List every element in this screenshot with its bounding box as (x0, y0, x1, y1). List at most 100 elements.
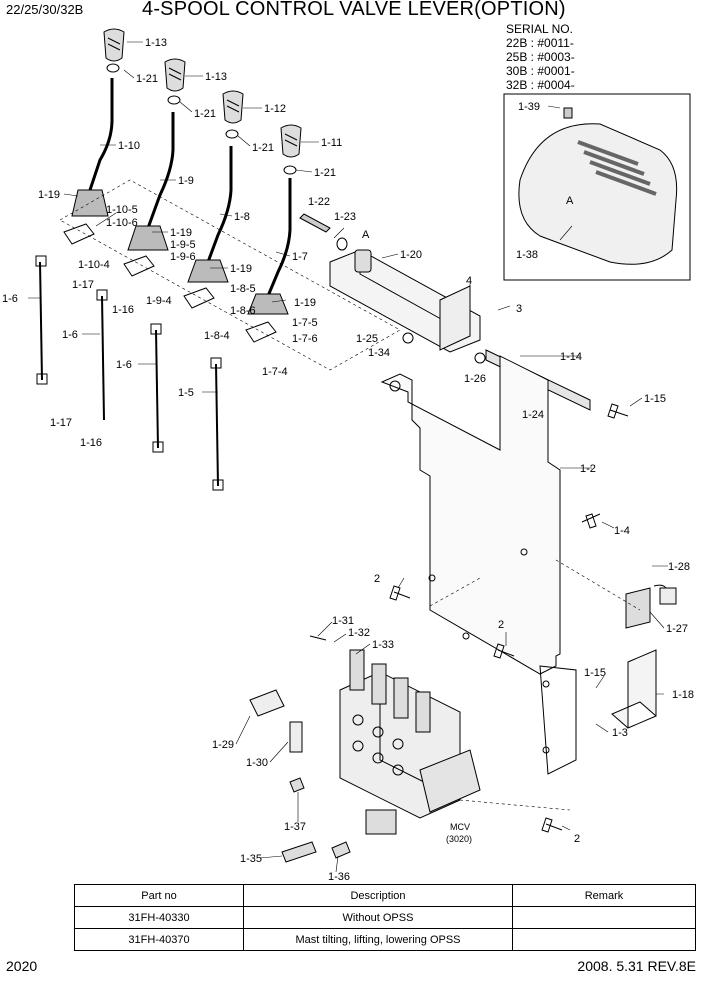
callout-1-38: 1-38 (516, 249, 538, 261)
rod-end (36, 373, 48, 385)
plate-1-30 (289, 721, 303, 753)
lever-bracket (123, 255, 155, 277)
screw-1-39 (563, 107, 573, 119)
callout-1-32: 1-32 (348, 627, 370, 639)
callout-1-22: 1-22 (308, 196, 330, 208)
callout-1-16: 1-16 (112, 304, 134, 316)
rod-end (150, 323, 162, 335)
callout-1-9-5: 1-9-5 (170, 239, 196, 251)
link-rod-1-6 (101, 295, 105, 421)
cell-remark (512, 928, 696, 951)
callout-1-6: 1-6 (116, 359, 132, 371)
serial-entry: 32B : #0004- (506, 78, 575, 92)
bracket-hole (462, 632, 470, 640)
callout-1-7-5: 1-7-5 (292, 317, 318, 329)
bracket-plate (539, 665, 577, 775)
serial-entry: 30B : #0001- (506, 64, 575, 78)
link-rod-1-6 (39, 261, 43, 381)
serial-entry: 25B : #0003- (506, 50, 575, 64)
callout-1-18: 1-18 (672, 689, 694, 701)
parts-table: Part no Description Remark 31FH-40330 Wi… (74, 884, 696, 951)
nut-1-21 (283, 165, 297, 175)
boot-1-19 (187, 259, 229, 283)
cell-remark (512, 906, 696, 929)
callout-1-8-4: 1-8-4 (204, 330, 230, 342)
assembly-guide-lines (429, 559, 641, 811)
lever-rod-1-9 (146, 112, 175, 229)
cell-description: Without OPSS (243, 906, 513, 929)
detail-box (503, 93, 691, 281)
bolt-1-4 (581, 513, 601, 529)
callout-3: 3 (516, 303, 522, 315)
column-header-part-no: Part no (74, 884, 244, 907)
rod-end (210, 357, 222, 369)
callout-1-36: 1-36 (328, 871, 350, 880)
cover-1-38 (518, 123, 678, 265)
callout-a: A (566, 195, 574, 207)
lever-bracket (63, 223, 95, 245)
callout-1-6: 1-6 (2, 293, 18, 305)
callout-1-21: 1-21 (194, 108, 216, 120)
callout-1-10: 1-10 (118, 140, 140, 152)
bolt-1-15 (607, 403, 629, 419)
bracket-hole (389, 380, 401, 392)
lever-knob-1-12 (222, 90, 244, 124)
bracket-hole (520, 548, 528, 556)
tee-fitting-1-35 (281, 841, 317, 863)
callout-1-13: 1-13 (145, 37, 167, 49)
block-1-29 (249, 689, 285, 717)
callout-1-19: 1-19 (294, 297, 316, 309)
bolt-1-31 (309, 635, 327, 641)
nut-1-21 (167, 95, 181, 105)
fitting-1-36 (331, 841, 351, 859)
revision-date: 2008. 5.31 REV.8E (577, 958, 696, 974)
callout-2: 2 (498, 619, 504, 631)
lever-rod-1-8 (206, 146, 233, 263)
rod-end (96, 289, 108, 301)
lever-knob-1-11 (280, 124, 302, 158)
washer-1-23 (336, 237, 348, 251)
callout-1-2: 1-2 (580, 463, 596, 475)
callout-1-7-4: 1-7-4 (262, 366, 288, 378)
column-header-remark: Remark (512, 884, 696, 907)
column-header-description: Description (243, 884, 513, 907)
callout-1-7: 1-7 (292, 251, 308, 263)
callout-1-34: 1-34 (368, 347, 390, 359)
link-rod-1-6 (155, 329, 159, 449)
callout-1-13: 1-13 (205, 71, 227, 83)
callout-mcv-number: (3020) (446, 834, 472, 844)
callout-1-15: 1-15 (644, 393, 666, 405)
bracket-hole (428, 574, 436, 582)
fitting-1-37 (289, 777, 305, 793)
table-header-row: Part no Description Remark (74, 884, 696, 907)
serial-label: SERIAL NO. (506, 22, 573, 36)
callout-1-37: 1-37 (284, 821, 306, 833)
bolt-2 (389, 585, 411, 601)
table-row: 31FH-40370 Mast tilting, lifting, loweri… (74, 928, 696, 951)
lever-bracket (245, 321, 277, 343)
callout-1-19: 1-19 (170, 227, 192, 239)
callout-4: 4 (466, 275, 472, 287)
callout-1-33: 1-33 (372, 639, 394, 651)
bracket-1-18 (611, 649, 657, 729)
serial-entry: 22B : #0011- (506, 36, 574, 50)
callout-1-3: 1-3 (612, 727, 628, 739)
callout-1-17: 1-17 (50, 417, 72, 429)
lever-knob-1-13a (103, 28, 125, 62)
rod-end (35, 255, 47, 267)
callout-1-12: 1-12 (264, 103, 286, 115)
bracket-1-20 (329, 249, 481, 353)
bolt-2 (541, 817, 563, 833)
page-title: 4-SPOOL CONTROL VALVE LEVER(OPTION) (142, 0, 566, 20)
cell-part-no: 31FH-40330 (74, 906, 244, 929)
callout-1-15: 1-15 (584, 667, 606, 679)
switch-1-27 (625, 587, 651, 629)
callout-1-6: 1-6 (62, 329, 78, 341)
cell-part-no: 31FH-40370 (74, 928, 244, 951)
callout-1-23: 1-23 (334, 211, 356, 223)
callout-a: A (362, 229, 370, 241)
callout-1-4: 1-4 (614, 525, 630, 537)
leader-lines (28, 41, 668, 873)
rod-end (212, 479, 224, 491)
bushing-1-26 (474, 352, 486, 364)
